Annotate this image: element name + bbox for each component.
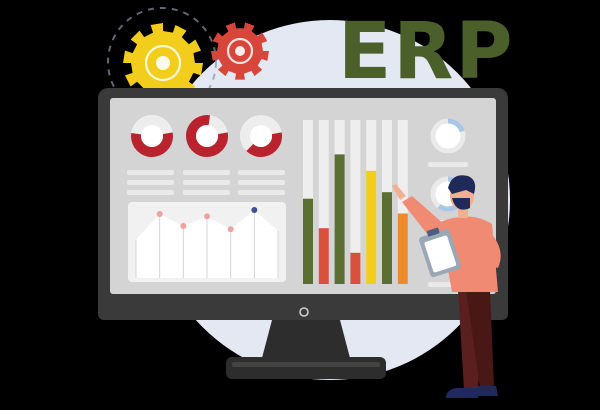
- area-chart-icon: [135, 207, 279, 278]
- bar: [334, 154, 345, 284]
- person-left-shoe: [446, 388, 478, 398]
- area-point: [227, 226, 234, 233]
- monitor-base-highlight: [232, 362, 380, 367]
- placeholder-line: [183, 180, 230, 185]
- bar: [397, 213, 408, 284]
- donut-center: [250, 125, 272, 147]
- clipboard-paper: [424, 235, 457, 273]
- clipboard-clip: [426, 227, 440, 237]
- gear-hole: [156, 56, 170, 70]
- area-point: [251, 207, 258, 213]
- bar: [366, 170, 377, 284]
- donut-center: [141, 125, 163, 147]
- red-gear-icon: [211, 22, 269, 80]
- monitor-base: [226, 357, 386, 379]
- person-right-leg: [466, 290, 494, 388]
- placeholder-line: [127, 180, 174, 185]
- gear-hole: [235, 46, 245, 56]
- person-bent-arm: [474, 232, 501, 268]
- bar-track: [318, 120, 329, 284]
- person-beard: [452, 198, 470, 210]
- placeholder-line: [127, 170, 174, 175]
- area-point: [156, 211, 163, 217]
- person-right-shoe: [476, 386, 498, 396]
- placeholder-line: [183, 190, 230, 195]
- monitor-neck: [262, 320, 350, 358]
- person-hair: [448, 175, 476, 194]
- power-button-icon: [299, 307, 309, 317]
- yellow-gear-icon: [123, 23, 203, 103]
- person-pointing-hand: [392, 184, 406, 200]
- area-point: [180, 223, 187, 229]
- placeholder-line: [183, 170, 230, 175]
- placeholder-line: [238, 180, 285, 185]
- erp-title: ERP: [338, 7, 515, 97]
- donut-charts: [131, 115, 282, 157]
- donut-segment: [240, 115, 282, 157]
- bar-track: [350, 120, 361, 284]
- bar: [303, 198, 313, 284]
- donut-segment: [186, 115, 228, 157]
- gear-ring: [226, 37, 254, 65]
- placeholder-line: [238, 190, 285, 195]
- pointing-person-illustration: [392, 175, 501, 398]
- placeholder-line: [238, 170, 285, 175]
- person-neck: [458, 206, 468, 218]
- person-torso: [440, 216, 498, 292]
- area-point: [204, 213, 210, 220]
- gear-ring: [144, 44, 182, 82]
- text-line-placeholders: [127, 170, 285, 195]
- placeholder-line: [127, 190, 174, 195]
- placeholder-line: [428, 162, 468, 167]
- progress-ring-fill: [430, 118, 466, 154]
- donut-segment: [131, 115, 173, 157]
- bar: [382, 192, 392, 284]
- bar: [318, 228, 329, 284]
- donut-center: [196, 125, 218, 147]
- bar: [350, 252, 361, 284]
